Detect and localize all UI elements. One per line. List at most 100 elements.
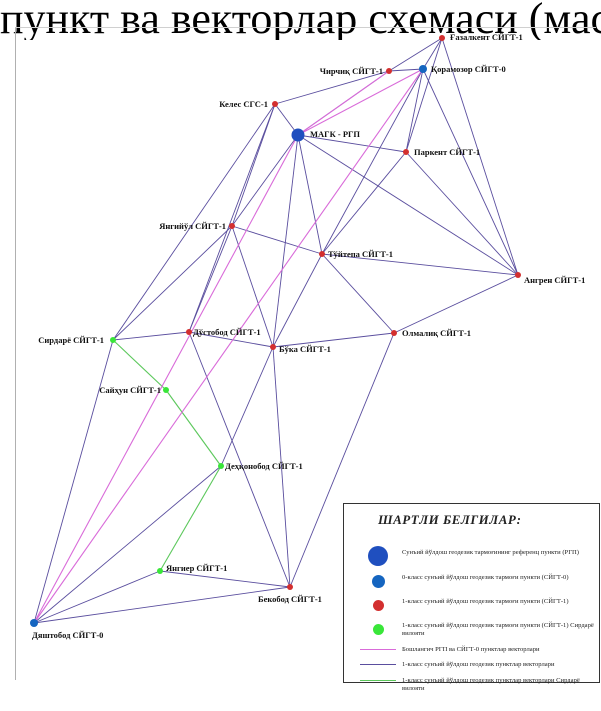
vector-qoramozor-parkent — [405, 68, 424, 153]
vector-bekobod-yangier — [159, 570, 291, 588]
station-label-dustobod: Дўстобод СЙГТ-1 — [193, 327, 261, 337]
vector-magk-parkent — [297, 134, 407, 153]
vector-olmaliq-bekobod — [289, 332, 395, 588]
vector-buka-olmaliq — [272, 332, 395, 348]
station-point-qoramozor — [419, 65, 427, 73]
legend-item-3: 1-класс сунъий йўлдош геодезик тармоғи п… — [354, 621, 601, 639]
station-point-yangier — [157, 568, 163, 574]
station-label-chirchiq: Чирчиқ СЙГТ-1 — [320, 66, 383, 76]
vector-gazalkent-parkent — [405, 37, 443, 153]
station-label-gazalkent: Ғазалкент СЙГТ-1 — [450, 32, 523, 42]
legend-line-icon — [360, 660, 396, 678]
station-label-parkent: Паркент СЙГТ-1 — [414, 147, 480, 157]
legend-item-text: Сунъий йўлдош геодезик тармоғининг рефер… — [402, 549, 579, 556]
legend-item-text: 1-класс сунъий йўлдош геодезик тармоғи п… — [402, 622, 594, 637]
station-point-bekobod — [287, 584, 293, 590]
station-point-sirdaryo — [110, 337, 116, 343]
station-label-yangier: Янгиер СЙГТ-1 — [166, 563, 227, 573]
rgp-vector-qoramozor-jizzax — [33, 68, 424, 624]
vector-yangiyul-sirdaryo — [112, 225, 233, 341]
vector-qoramozor-tuytepa — [321, 68, 424, 255]
vector-yangiyul-dustobod — [188, 225, 233, 333]
vector-keles-sirdaryo — [112, 103, 276, 341]
vector-tuytepa-buka — [272, 253, 323, 348]
legend-item-text: 1-класс сунъий йўлдош геодезик пунктлар … — [402, 661, 555, 668]
legend-item-0: Сунъий йўлдош геодезик тармоғининг рефер… — [354, 546, 601, 566]
station-label-magk: МАГК - РГП — [310, 129, 360, 139]
vector-dustobod-bekobod — [188, 331, 291, 588]
vector-buka-bekobod — [272, 346, 291, 588]
legend-item-text: 1-класс сунъий йўлдош геодезик пунктлар … — [402, 677, 580, 692]
legend-dot-icon — [360, 573, 396, 591]
station-point-keles — [272, 101, 278, 107]
rgp-vector-qoramozor-magk — [297, 68, 424, 136]
station-point-olmaliq — [391, 330, 397, 336]
vector-yangiyul-buka — [231, 225, 274, 348]
station-point-dustobod — [186, 329, 192, 335]
vector-gazalkent-angren — [441, 37, 519, 276]
station-label-sayhun: Сайҳун СЙГТ-1 — [99, 385, 161, 395]
station-point-parkent — [403, 149, 409, 155]
legend-item-text: 1-класс сунъий йўлдош геодезик тармоғи п… — [402, 598, 569, 605]
station-point-dehqonobod — [218, 463, 224, 469]
station-points — [30, 35, 521, 627]
vector-gazalkent-chirchiq — [388, 37, 443, 72]
legend-item-6: 1-класс сунъий йўлдош геодезик пунктлар … — [354, 676, 601, 694]
legend-dot-icon — [360, 597, 396, 615]
vector-tuytepa-olmaliq — [321, 253, 395, 334]
vector-magk-yangiyul — [231, 134, 299, 227]
syr-vector-dehqonobod-yangier — [159, 465, 222, 572]
vector-magk-buka — [272, 134, 299, 348]
vector-yangiyul-tuytepa — [231, 225, 323, 255]
legend-item-2: 1-класс сунъий йўлдош геодезик тармоғи п… — [354, 597, 601, 615]
station-point-angren — [515, 272, 521, 278]
legend-item-1: 0-класс сунъий йўлдош геодезик тармоғи п… — [354, 573, 601, 591]
vector-bekobod-jizzax — [33, 586, 291, 624]
vector-qoramozor-angren — [422, 68, 519, 276]
legend-dot-icon — [360, 621, 396, 639]
vector-sirdaryo-jizzax — [33, 339, 114, 624]
syr-vector-sirdaryo-sayhun — [112, 339, 167, 391]
station-label-buka: Бўка СЙГТ-1 — [279, 344, 331, 354]
vector-parkent-angren — [405, 151, 519, 276]
legend-item-text: 0-класс сунъий йўлдош геодезик тармоғи п… — [402, 574, 569, 581]
page-caption: пункт ва векторлар схемаси (масштаби) — [0, 0, 601, 40]
station-label-dehqonobod: Деҳқонобод СЙГТ-1 — [225, 461, 303, 471]
vector-buka-dehqonobod — [220, 346, 274, 467]
station-label-qoramozor: Қорамозор СЙГТ-0 — [431, 64, 506, 74]
syr-vector-sayhun-dehqonobod — [165, 389, 222, 467]
map-frame — [15, 27, 596, 680]
legend-line-icon — [360, 676, 396, 694]
legend-box: ШАРТЛИ БЕЛГИЛАР: Сунъий йўлдош геодезик … — [343, 503, 601, 692]
vector-sirdaryo-dustobod — [112, 331, 190, 341]
station-point-chirchiq — [386, 68, 392, 74]
legend-line-icon — [360, 645, 396, 663]
legend-item-text: Бошлангич РГП ва СЙГТ-0 пунктлар векторл… — [402, 646, 540, 653]
station-point-magk — [291, 128, 305, 142]
rgp-vector-magk-jizzax — [33, 134, 299, 624]
vector-tuytepa-angren — [321, 253, 519, 276]
station-label-bekobod: Бекобод СЙГТ-1 — [258, 594, 322, 604]
vector-keles-yangiyul — [231, 103, 276, 227]
vector-dehqonobod-jizzax — [33, 465, 222, 624]
station-label-jizzax: Дяштобод СЙГТ-0 — [32, 630, 103, 640]
vector-keles-dustobod — [188, 103, 276, 333]
station-point-yangiyul — [229, 223, 235, 229]
vector-magk-angren — [297, 134, 519, 276]
legend-item-5: 1-класс сунъий йўлдош геодезик пунктлар … — [354, 660, 601, 678]
legend-title: ШАРТЛИ БЕЛГИЛАР: — [378, 512, 522, 527]
vector-magk-tuytepa — [297, 134, 323, 255]
station-label-yangiyul: Янгийўл СЙГТ-1 — [159, 221, 226, 231]
vector-yangier-jizzax — [33, 570, 161, 624]
vector-gazalkent-qoramozor — [422, 37, 443, 70]
station-point-jizzax — [30, 619, 38, 627]
station-label-angren: Ангрен СЙГТ-1 — [524, 275, 585, 285]
vector-parkent-tuytepa — [321, 151, 407, 255]
station-label-olmaliq: Олмалиқ СЙГТ-1 — [402, 328, 471, 338]
station-point-tuytepa — [319, 251, 325, 257]
vector-chirchiq-qoramozor — [388, 68, 424, 72]
station-point-sayhun — [163, 387, 169, 393]
vector-chirchiq-keles — [274, 70, 390, 105]
station-point-gazalkent — [439, 35, 445, 41]
